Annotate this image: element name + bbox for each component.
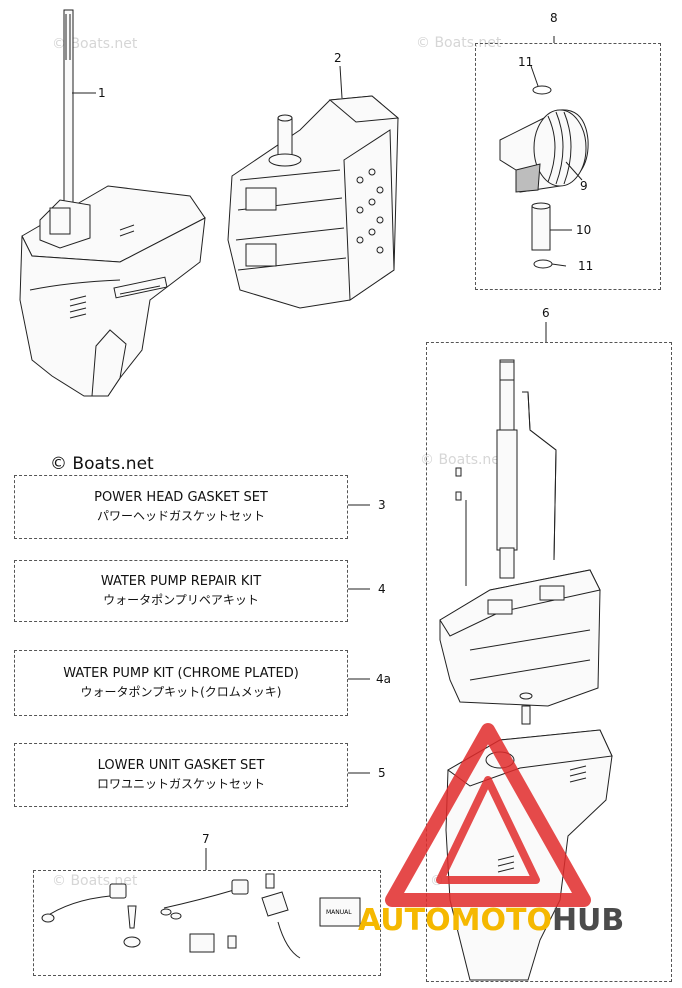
- kit-name-jp: ロワユニットガスケットセット: [96, 777, 265, 791]
- callout-10: 10: [576, 223, 592, 237]
- logo-text-part2: HUB: [551, 903, 625, 938]
- callout-3: 3: [378, 498, 386, 512]
- callout-7: 7: [202, 832, 210, 846]
- kit-name-en: POWER HEAD GASKET SET: [94, 490, 268, 505]
- kit-water-pump-kit-chrome: WATER PUMP KIT (CHROME PLATED) ウォータポンプキッ…: [14, 650, 348, 716]
- callout-4a: 4a: [376, 672, 391, 686]
- kit-name-en: LOWER UNIT GASKET SET: [97, 758, 265, 773]
- kit-name-en: WATER PUMP KIT (CHROME PLATED): [63, 666, 299, 681]
- manual-label: MANUAL: [326, 909, 352, 916]
- callout-2: 2: [334, 51, 342, 65]
- kit-name-jp: ウォータポンプリペアキット: [103, 593, 259, 607]
- callout-4: 4: [378, 582, 386, 596]
- kit-name-jp: ウォータポンプキット(クロムメッキ): [80, 685, 282, 699]
- callout-1: 1: [98, 86, 106, 100]
- kit-lower-unit-gasket-set: LOWER UNIT GASKET SET ロワユニットガスケットセット: [14, 743, 348, 807]
- callout-11-bottom: 11: [578, 259, 594, 273]
- callout-9: 9: [580, 179, 588, 193]
- callout-5: 5: [378, 766, 386, 780]
- kit-name-en: WATER PUMP REPAIR KIT: [100, 574, 262, 589]
- kit-name-jp: パワーヘッドガスケットセット: [96, 509, 265, 523]
- logo-text-part1: AUTOMOTO: [358, 903, 552, 938]
- automotohub-logo-text: AUTOMOTOHUB: [358, 903, 624, 938]
- kit-power-head-gasket-set: POWER HEAD GASKET SET パワーヘッドガスケットセット: [14, 475, 348, 539]
- kit-water-pump-repair-kit: WATER PUMP REPAIR KIT ウォータポンプリペアキット: [14, 560, 348, 622]
- watermark-main: © Boats.net: [50, 454, 154, 474]
- callout-11-top: 11: [518, 55, 534, 69]
- watermark-mid-right: © Boats.net: [420, 452, 506, 468]
- watermark-top-right: © Boats.net: [416, 35, 502, 51]
- callout-6: 6: [542, 306, 550, 320]
- group-7-frame: [33, 870, 381, 976]
- callout-8: 8: [550, 11, 558, 25]
- group-8-frame: [475, 43, 661, 290]
- group-6-frame: [426, 342, 672, 982]
